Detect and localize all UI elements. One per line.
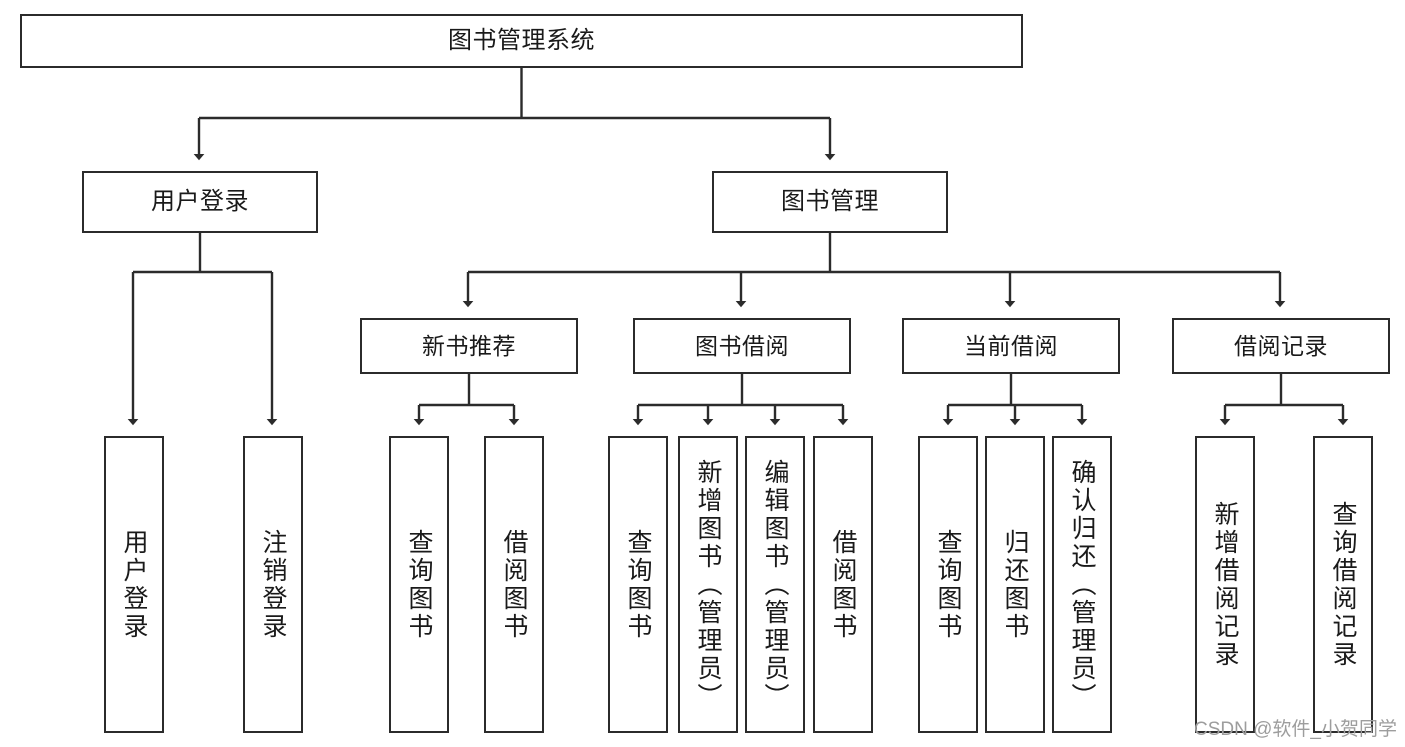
node-leaf-logout-label: 注销登录 [259, 528, 287, 641]
node-leaf-query-book-2[interactable]: 查询图书 [608, 436, 668, 733]
node-leaf-add-record[interactable]: 新增借阅记录 [1195, 436, 1255, 733]
node-current-borrow-label: 当前借阅 [964, 332, 1058, 359]
node-leaf-query-book-1[interactable]: 查询图书 [389, 436, 449, 733]
node-leaf-logout[interactable]: 注销登录 [243, 436, 303, 733]
node-leaf-query-record[interactable]: 查询借阅记录 [1313, 436, 1373, 733]
node-leaf-confirm-return-label: 确认归还（管理员） [1068, 458, 1096, 711]
node-leaf-query-record-label: 查询借阅记录 [1329, 500, 1357, 669]
connectors-newbook-to-leaves [413, 374, 520, 426]
node-leaf-user-login-label: 用户登录 [120, 528, 148, 641]
node-borrow-record[interactable]: 借阅记录 [1172, 318, 1390, 374]
node-leaf-query-book-2-label: 查询图书 [624, 528, 652, 641]
connectors-root-to-level1 [193, 68, 836, 161]
watermark-text: CSDN @软件_小贺同学 [1194, 719, 1397, 740]
connectors-bookmanage-to-level2 [462, 233, 1286, 308]
node-leaf-add-book-label: 新增图书（管理员） [694, 458, 722, 711]
node-new-book-rec-label: 新书推荐 [422, 332, 516, 359]
node-leaf-edit-book-label: 编辑图书（管理员） [761, 458, 789, 711]
node-new-book-rec[interactable]: 新书推荐 [360, 318, 578, 374]
node-user-login-label: 用户登录 [151, 188, 249, 216]
node-leaf-borrow-book-1-label: 借阅图书 [500, 528, 528, 641]
node-leaf-borrow-book-1[interactable]: 借阅图书 [484, 436, 544, 733]
node-borrow-record-label: 借阅记录 [1234, 332, 1328, 359]
node-leaf-add-book[interactable]: 新增图书（管理员） [678, 436, 738, 733]
connectors-borrowrecord-to-leaves [1219, 374, 1349, 426]
node-leaf-confirm-return[interactable]: 确认归还（管理员） [1052, 436, 1112, 733]
node-leaf-user-login[interactable]: 用户登录 [104, 436, 164, 733]
connectors-userlogin-to-leaves [127, 233, 278, 426]
node-leaf-return-book[interactable]: 归还图书 [985, 436, 1045, 733]
node-leaf-query-book-1-label: 查询图书 [405, 528, 433, 641]
node-leaf-borrow-book-2[interactable]: 借阅图书 [813, 436, 873, 733]
node-root-label: 图书管理系统 [448, 27, 595, 55]
node-book-manage-label: 图书管理 [781, 188, 879, 216]
node-leaf-query-book-3-label: 查询图书 [934, 528, 962, 641]
node-book-borrow-label: 图书借阅 [695, 332, 789, 359]
node-leaf-return-book-label: 归还图书 [1001, 528, 1029, 641]
node-current-borrow[interactable]: 当前借阅 [902, 318, 1120, 374]
node-book-borrow[interactable]: 图书借阅 [633, 318, 851, 374]
node-leaf-add-record-label: 新增借阅记录 [1211, 500, 1239, 669]
node-user-login[interactable]: 用户登录 [82, 171, 318, 233]
node-leaf-borrow-book-2-label: 借阅图书 [829, 528, 857, 641]
connectors-currentborrow-to-leaves [942, 374, 1088, 426]
connectors-bookborrow-to-leaves [632, 374, 849, 426]
node-leaf-edit-book[interactable]: 编辑图书（管理员） [745, 436, 805, 733]
node-book-manage[interactable]: 图书管理 [712, 171, 948, 233]
node-root[interactable]: 图书管理系统 [20, 14, 1023, 68]
node-leaf-query-book-3[interactable]: 查询图书 [918, 436, 978, 733]
